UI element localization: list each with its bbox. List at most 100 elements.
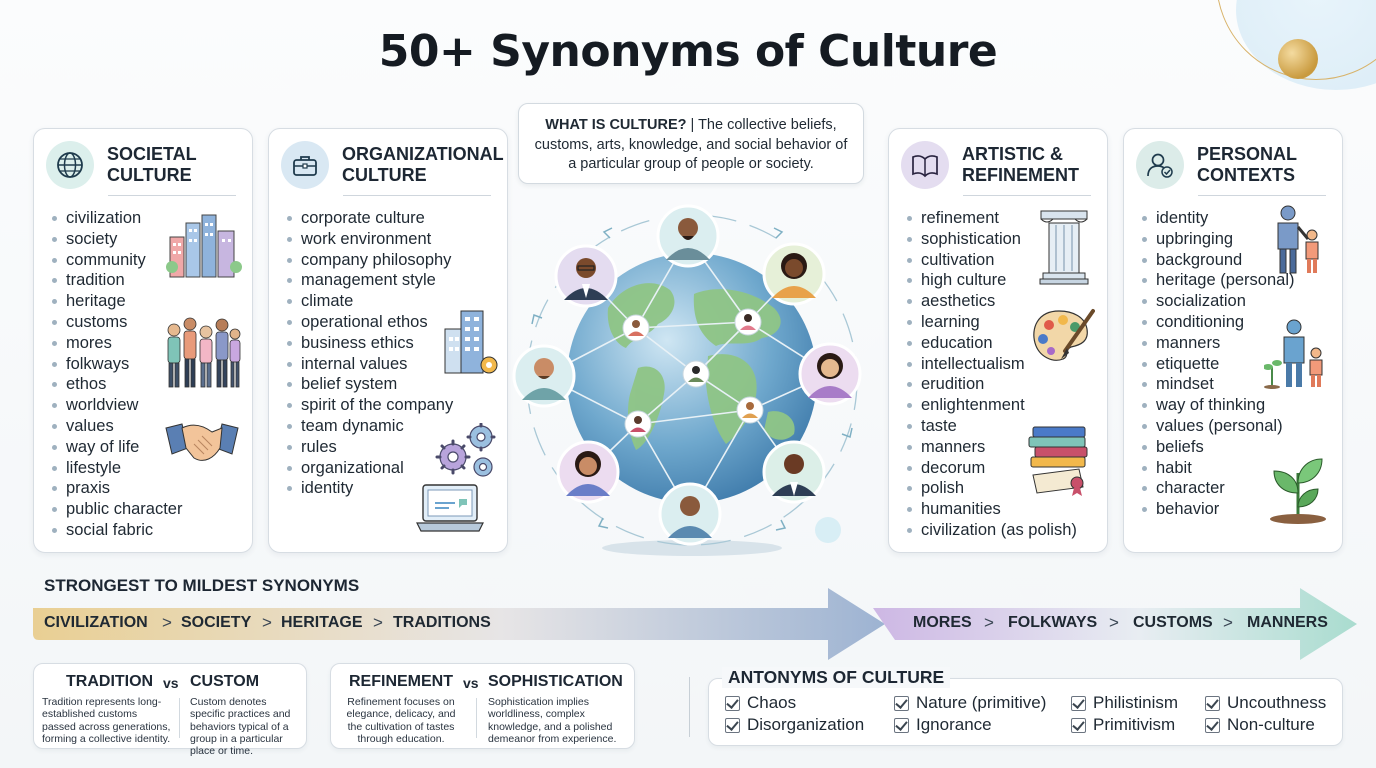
panel-title: ARTISTIC &REFINEMENT: [962, 144, 1079, 185]
panel-divider: [108, 195, 236, 196]
list-item: company philosophy: [287, 250, 453, 271]
list-item: habit: [1142, 458, 1295, 479]
list-item: way of life: [52, 437, 182, 458]
list-item: public character: [52, 499, 182, 520]
list-item: aesthetics: [907, 291, 1077, 312]
antonym-item: Philistinism: [1071, 693, 1178, 713]
list-item: high culture: [907, 270, 1077, 291]
comparison-vs: vs: [163, 675, 179, 691]
list-item: manners: [1142, 333, 1295, 354]
family-plant-icon: [1264, 319, 1323, 389]
list-item: tradition: [52, 270, 182, 291]
list-item: heritage (personal): [1142, 270, 1295, 291]
list-item: behavior: [1142, 499, 1295, 520]
checkbox-icon: [894, 695, 909, 711]
definition-label: WHAT IS CULTURE?: [545, 117, 687, 133]
spectrum-item: MORES: [913, 614, 972, 631]
list-item: team dynamic: [287, 416, 453, 437]
list-item: business ethics: [287, 333, 453, 354]
list-item: lifestyle: [52, 458, 182, 479]
spectrum-separator: >: [373, 613, 383, 632]
spectrum-labels: CIVILIZATION > SOCIETY > HERITAGE > TRAD…: [0, 613, 1376, 638]
list-item: decorum: [907, 458, 1077, 479]
checkbox-icon: [1205, 695, 1220, 711]
greek-column-icon: [1039, 210, 1089, 285]
list-item: mindset: [1142, 374, 1295, 395]
list-item: values (personal): [1142, 416, 1295, 437]
gears-icon: [435, 423, 496, 477]
synonym-list: corporate culture work environment compa…: [287, 208, 453, 499]
list-item: erudition: [907, 374, 1077, 395]
list-item: spirit of the company: [287, 395, 453, 416]
globe-network-illustration: [512, 204, 862, 556]
spectrum-item: MANNERS: [1247, 614, 1328, 631]
comparison-left-title: REFINEMENT: [349, 673, 453, 690]
list-item: learning: [907, 312, 1077, 333]
comparison-vs: vs: [463, 675, 479, 691]
book-icon: [901, 141, 949, 189]
list-item: identity: [1142, 208, 1295, 229]
spectrum-separator: >: [984, 613, 994, 632]
list-item: cultivation: [907, 250, 1077, 271]
list-item: taste: [907, 416, 1077, 437]
orbit-arrows: [531, 227, 853, 531]
list-item: mores: [52, 333, 182, 354]
culture-definition-box: WHAT IS CULTURE? | The collective belief…: [518, 103, 864, 184]
checkbox-icon: [1205, 717, 1220, 733]
list-item: community: [52, 250, 182, 271]
list-item: ethos: [52, 374, 182, 395]
synonym-list: identity upbringing background heritage …: [1142, 208, 1295, 520]
antonym-item: Uncouthness: [1205, 693, 1326, 713]
list-item: conditioning: [1142, 312, 1295, 333]
list-item: refinement: [907, 208, 1077, 229]
comparison-left-text: Refinement focuses on elegance, delicacy…: [346, 696, 456, 745]
checkbox-icon: [725, 717, 740, 733]
synonym-list: civilization society community tradition…: [52, 208, 182, 541]
checkbox-icon: [894, 717, 909, 733]
list-item: humanities: [907, 499, 1077, 520]
antonym-item: Disorganization: [725, 715, 864, 735]
globe-icon: [46, 141, 94, 189]
spectrum-heading: STRONGEST TO MILDEST SYNONYMS: [44, 576, 360, 595]
spectrum-item: TRADITIONS: [393, 614, 491, 631]
list-item: enlightenment: [907, 395, 1077, 416]
handshake-icon: [165, 423, 239, 461]
antonym-item: Non-culture: [1205, 715, 1315, 735]
spectrum-item: HERITAGE: [281, 614, 363, 631]
comparison-divider: [476, 698, 477, 738]
parent-child-icon: [1277, 205, 1319, 274]
spectrum-arrow: [33, 588, 1357, 660]
comparison-refinement-sophistication: REFINEMENT vs SOPHISTICATION Refinement …: [330, 663, 635, 749]
globe-shadow: [602, 540, 782, 556]
list-item: internal values: [287, 354, 453, 375]
list-item: intellectualism: [907, 354, 1077, 375]
list-item: organizational: [287, 458, 453, 479]
checkbox-icon: [1071, 717, 1086, 733]
comparison-right-title: CUSTOM: [190, 673, 260, 690]
panel-divider: [1198, 195, 1326, 196]
spectrum-separator: >: [262, 613, 272, 632]
books-scroll-icon: [1028, 426, 1088, 496]
page-title: 50+ Synonyms of Culture: [378, 26, 998, 77]
list-item: values: [52, 416, 182, 437]
antonym-item: Nature (primitive): [894, 693, 1046, 713]
antonym-item: Primitivism: [1071, 715, 1175, 735]
panel-divider: [343, 195, 491, 196]
list-item: beliefs: [1142, 437, 1295, 458]
list-item: civilization (as polish): [907, 520, 1077, 541]
comparison-tradition-custom: TRADITION vs CUSTOM Tradition represents…: [33, 663, 307, 757]
comparison-right-text: Custom denotes specific practices and be…: [190, 696, 291, 758]
small-avatars: [622, 308, 764, 438]
list-item: social fabric: [52, 520, 182, 541]
list-item: rules: [287, 437, 453, 458]
definition-text: | The collective beliefs, customs, arts,…: [534, 117, 848, 172]
comparison-right-title: SOPHISTICATION: [488, 673, 623, 690]
city-buildings-icon: [166, 214, 242, 278]
synonym-list: refinement sophistication cultivation hi…: [907, 208, 1077, 541]
comparison-left-title: TRADITION: [66, 673, 154, 690]
list-item: management style: [287, 270, 453, 291]
